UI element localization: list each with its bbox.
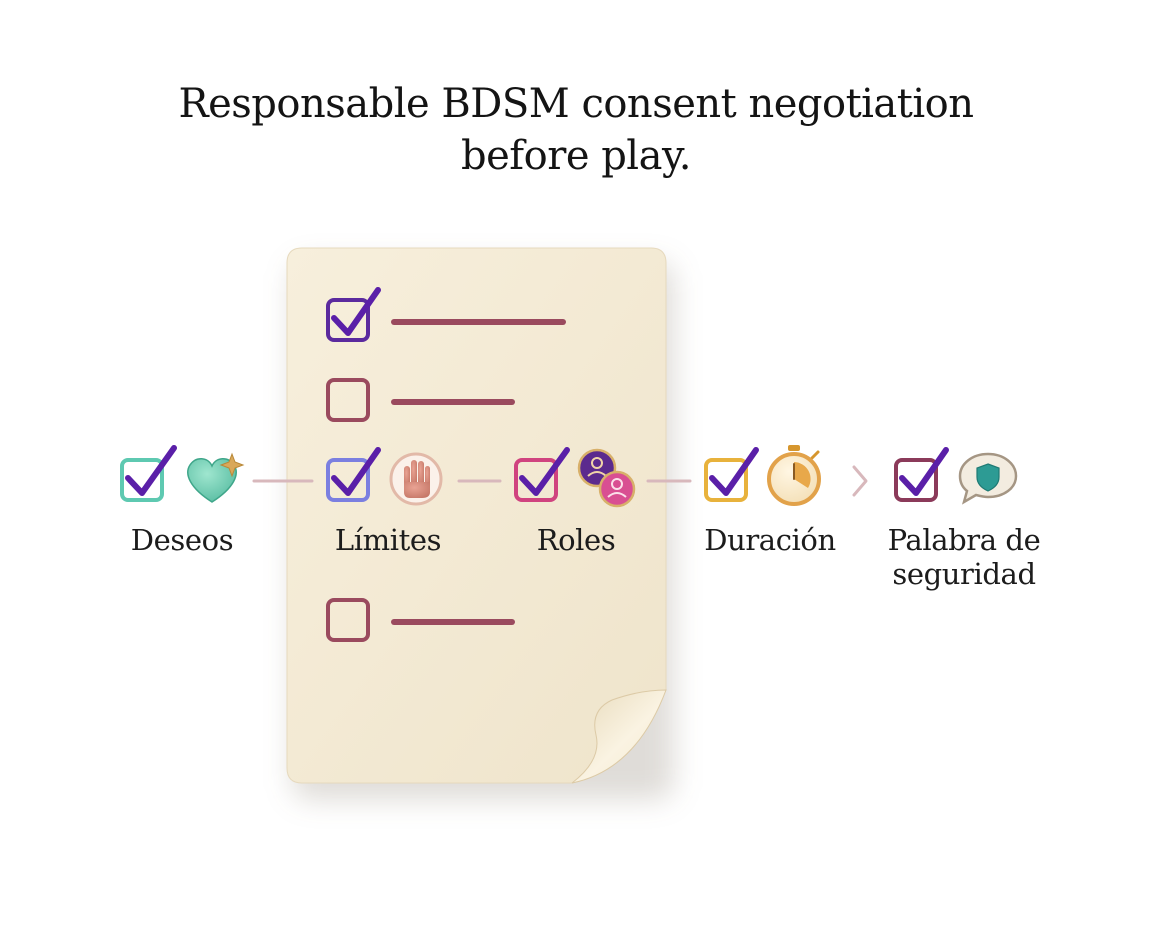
page-title: Responsable BDSM consent negotiation bef… <box>0 78 1152 182</box>
check-mark-icon <box>899 447 949 496</box>
step-label-text: Duración <box>704 523 836 557</box>
step-label-text: Deseos <box>130 523 234 557</box>
step-label-palabra-de-seguridad: Palabra de seguridad <box>874 523 1054 591</box>
step-label-limites: Límites <box>308 523 468 557</box>
step-duracion <box>704 445 821 506</box>
step-roles <box>514 447 636 508</box>
stop-hand-icon <box>389 452 443 506</box>
title-line-1: Responsable BDSM consent negotiation <box>178 81 974 127</box>
stopwatch-icon <box>767 445 821 506</box>
step-deseos <box>120 445 245 503</box>
step-label-line-1: Palabra de <box>887 523 1041 557</box>
doc-checkbox-1[interactable] <box>326 298 370 342</box>
step-palabra-de-seguridad <box>894 447 1018 505</box>
step-checkbox-limites[interactable] <box>326 458 370 502</box>
check-mark-icon <box>519 447 570 496</box>
heart-sparkle-icon <box>187 452 245 503</box>
step-label-deseos: Deseos <box>102 523 262 557</box>
doc-checkbox-3[interactable] <box>326 598 370 642</box>
check-mark-icon <box>331 287 381 336</box>
step-label-text: Roles <box>536 523 616 557</box>
step-checkbox-roles[interactable] <box>514 458 558 502</box>
step-limites <box>326 447 443 506</box>
connector-arrow-icon <box>852 465 868 497</box>
step-label-duracion: Duración <box>690 523 850 557</box>
doc-row-1 <box>326 287 566 342</box>
check-mark-icon <box>331 447 381 496</box>
step-label-text: Límites <box>334 523 442 557</box>
two-users-icon <box>577 448 636 508</box>
check-mark-icon <box>709 447 759 496</box>
doc-row-2 <box>326 378 515 422</box>
step-checkbox-duracion[interactable] <box>704 458 748 502</box>
step-label-roles: Roles <box>496 523 656 557</box>
step-checkbox-deseos[interactable] <box>120 458 164 502</box>
doc-checkbox-2[interactable] <box>326 378 370 422</box>
step-checkbox-palabra[interactable] <box>894 458 938 502</box>
step-label-line-2: seguridad <box>892 557 1036 591</box>
checklist-document <box>286 247 667 784</box>
doc-row-3 <box>326 598 515 642</box>
title-line-2: before play. <box>461 133 691 179</box>
check-mark-icon <box>125 445 177 496</box>
shield-speech-icon <box>958 452 1018 505</box>
